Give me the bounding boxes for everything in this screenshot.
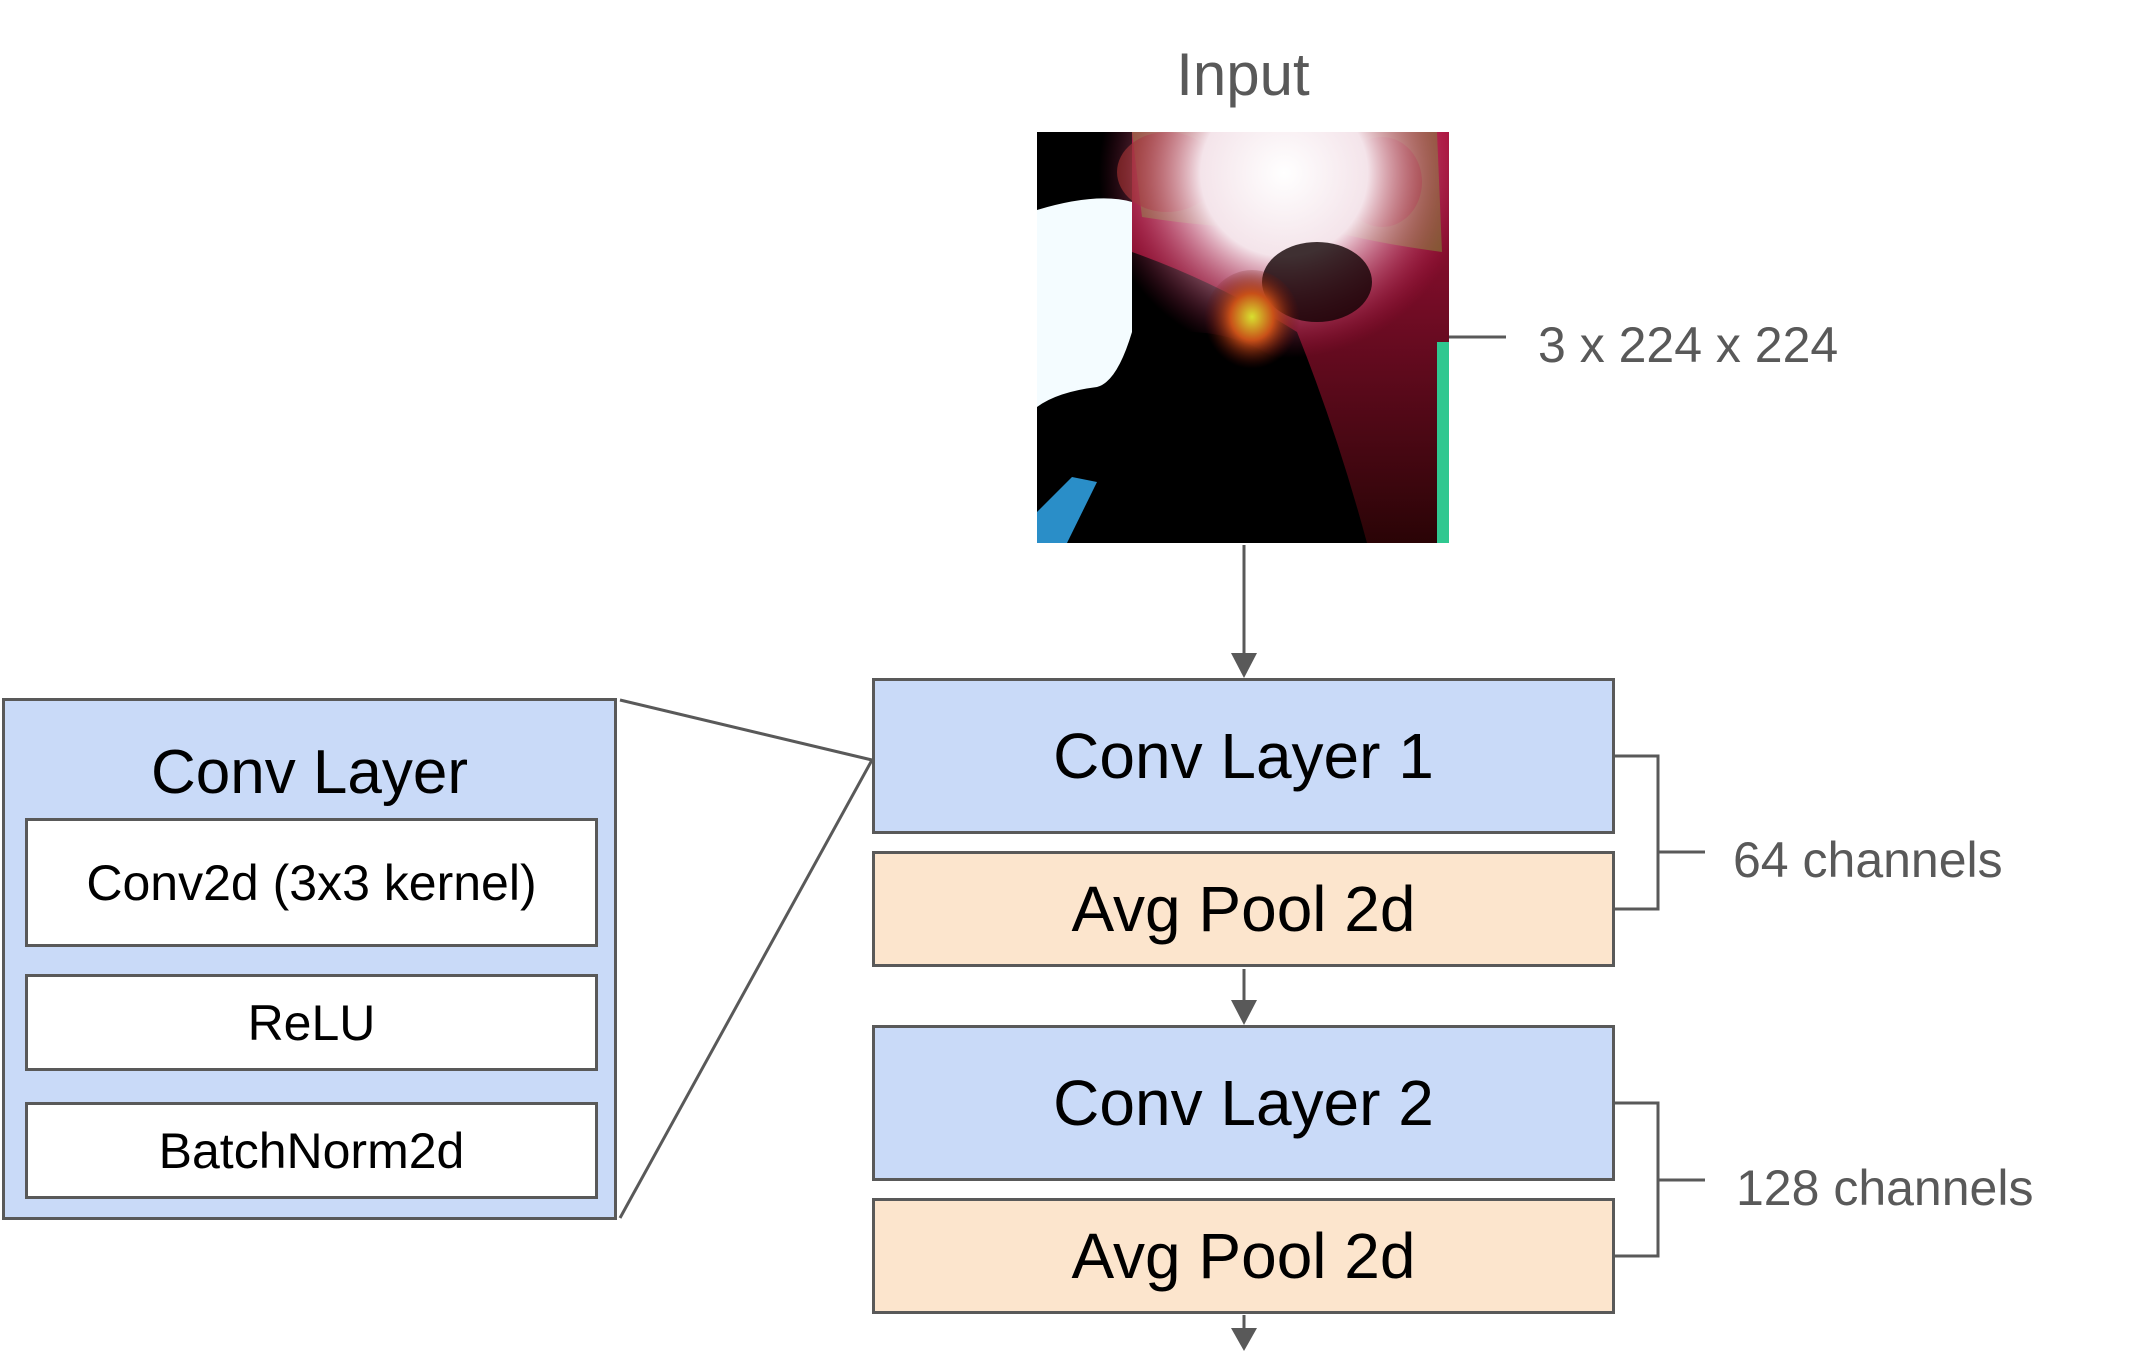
bracket-group-2 <box>1615 1101 1660 1258</box>
expansion-line-top <box>619 698 873 762</box>
conv-layer-2-block: Conv Layer 2 <box>872 1025 1615 1181</box>
arrow-head-input-to-conv1 <box>1231 653 1257 678</box>
avg-pool-2-block: Avg Pool 2d <box>872 1198 1615 1314</box>
channels-label-group-1: 64 channels <box>1733 832 2003 888</box>
batchnorm2d-component: BatchNorm2d <box>25 1102 598 1199</box>
expansion-line-bottom <box>618 759 874 1219</box>
input-image <box>1037 132 1449 543</box>
conv-layer-detail-box: Conv Layer Conv2d (3x3 kernel) ReLU Batc… <box>2 698 617 1220</box>
conv-layer-1-block: Conv Layer 1 <box>872 678 1615 834</box>
conv-layer-2-label: Conv Layer 2 <box>1053 1067 1434 1139</box>
input-shape-label: 3 x 224 x 224 <box>1538 317 1839 373</box>
batchnorm2d-label: BatchNorm2d <box>158 1122 465 1179</box>
bracket-group-1 <box>1615 754 1660 911</box>
avg-pool-2-label: Avg Pool 2d <box>1071 1220 1416 1292</box>
lesion-image-graphic <box>1037 132 1449 543</box>
arrow-head-pool1-to-conv2 <box>1231 1000 1257 1025</box>
channels-label-group-2: 128 channels <box>1736 1160 2034 1216</box>
avg-pool-1-block: Avg Pool 2d <box>872 851 1615 967</box>
conv2d-label: Conv2d (3x3 kernel) <box>86 854 537 911</box>
avg-pool-1-label: Avg Pool 2d <box>1071 873 1416 945</box>
relu-label: ReLU <box>247 994 376 1051</box>
input-title: Input <box>1176 41 1310 108</box>
arrow-head-pool2-out <box>1231 1328 1257 1351</box>
conv-layer-detail-title: Conv Layer <box>150 738 469 807</box>
conv2d-component: Conv2d (3x3 kernel) <box>25 818 598 947</box>
relu-component: ReLU <box>25 974 598 1071</box>
conv-layer-1-label: Conv Layer 1 <box>1053 720 1434 792</box>
